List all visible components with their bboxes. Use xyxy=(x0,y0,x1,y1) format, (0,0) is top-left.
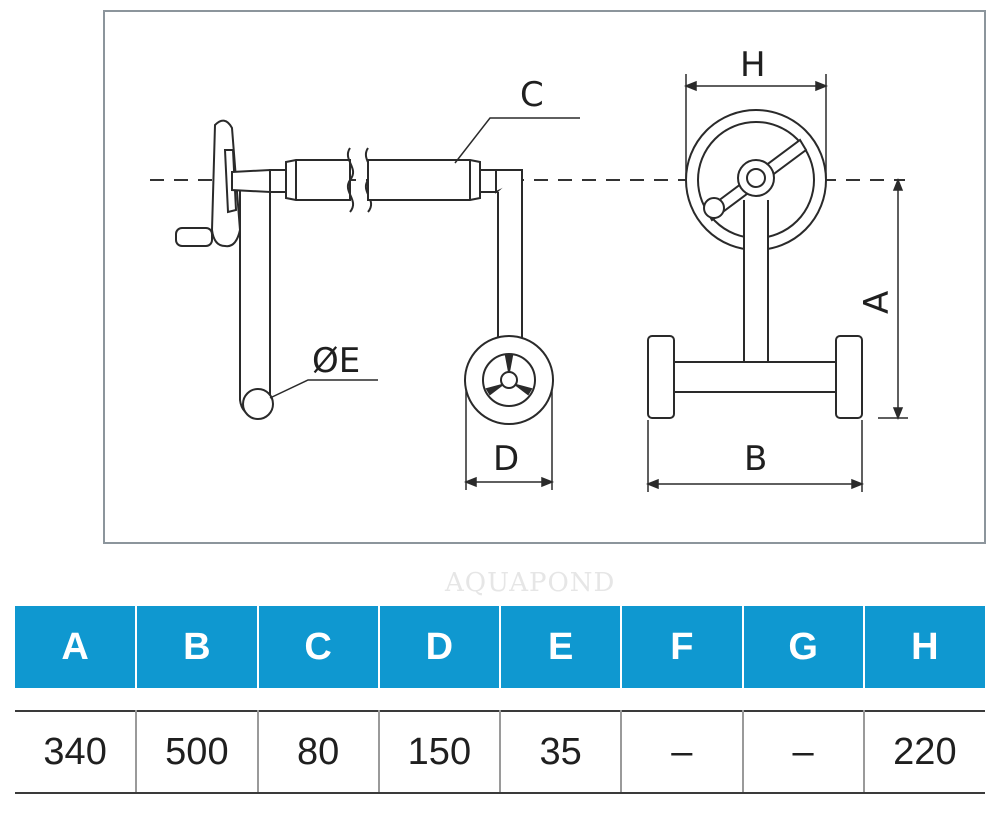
dimension-c: C xyxy=(454,75,580,164)
table-cell: 150 xyxy=(378,710,502,794)
table-cell: – xyxy=(742,710,865,794)
table-cell: 340 xyxy=(15,710,138,794)
label-h: H xyxy=(740,45,766,85)
dimension-a: A xyxy=(857,177,908,421)
dimension-h: H xyxy=(683,45,829,178)
table-cell: 500 xyxy=(136,710,259,794)
roller-side-view xyxy=(175,119,554,425)
dimensions-table: A B C D E F G H 340 500 80 150 35 – – 22… xyxy=(15,606,985,794)
table-cell: 220 xyxy=(863,710,985,794)
label-d: D xyxy=(493,439,519,479)
dimension-e: ØE xyxy=(269,341,378,399)
drawing-frame xyxy=(103,10,986,544)
column-header: B xyxy=(136,606,259,688)
label-b: B xyxy=(744,439,767,479)
watermark-logo: AQUAPOND xyxy=(445,568,616,598)
roller-front-view xyxy=(647,109,863,419)
table-cell: – xyxy=(621,710,744,794)
column-header: D xyxy=(378,606,502,688)
column-header: F xyxy=(621,606,744,688)
dimension-b: B xyxy=(645,420,865,492)
table-cell: 35 xyxy=(500,710,623,794)
column-header: A xyxy=(15,606,138,688)
table-row: 340 500 80 150 35 – – 220 xyxy=(15,710,985,794)
label-c: C xyxy=(520,75,544,115)
column-header: H xyxy=(863,606,985,688)
column-header: E xyxy=(500,606,623,688)
table-header-row: A B C D E F G H xyxy=(15,606,985,688)
label-e: ØE xyxy=(312,341,360,381)
column-header: C xyxy=(257,606,380,688)
label-a: A xyxy=(857,291,897,314)
technical-drawing: C ØE D H xyxy=(103,10,986,544)
dimension-d: D xyxy=(463,390,555,490)
column-header: G xyxy=(742,606,865,688)
table-cell: 80 xyxy=(257,710,380,794)
